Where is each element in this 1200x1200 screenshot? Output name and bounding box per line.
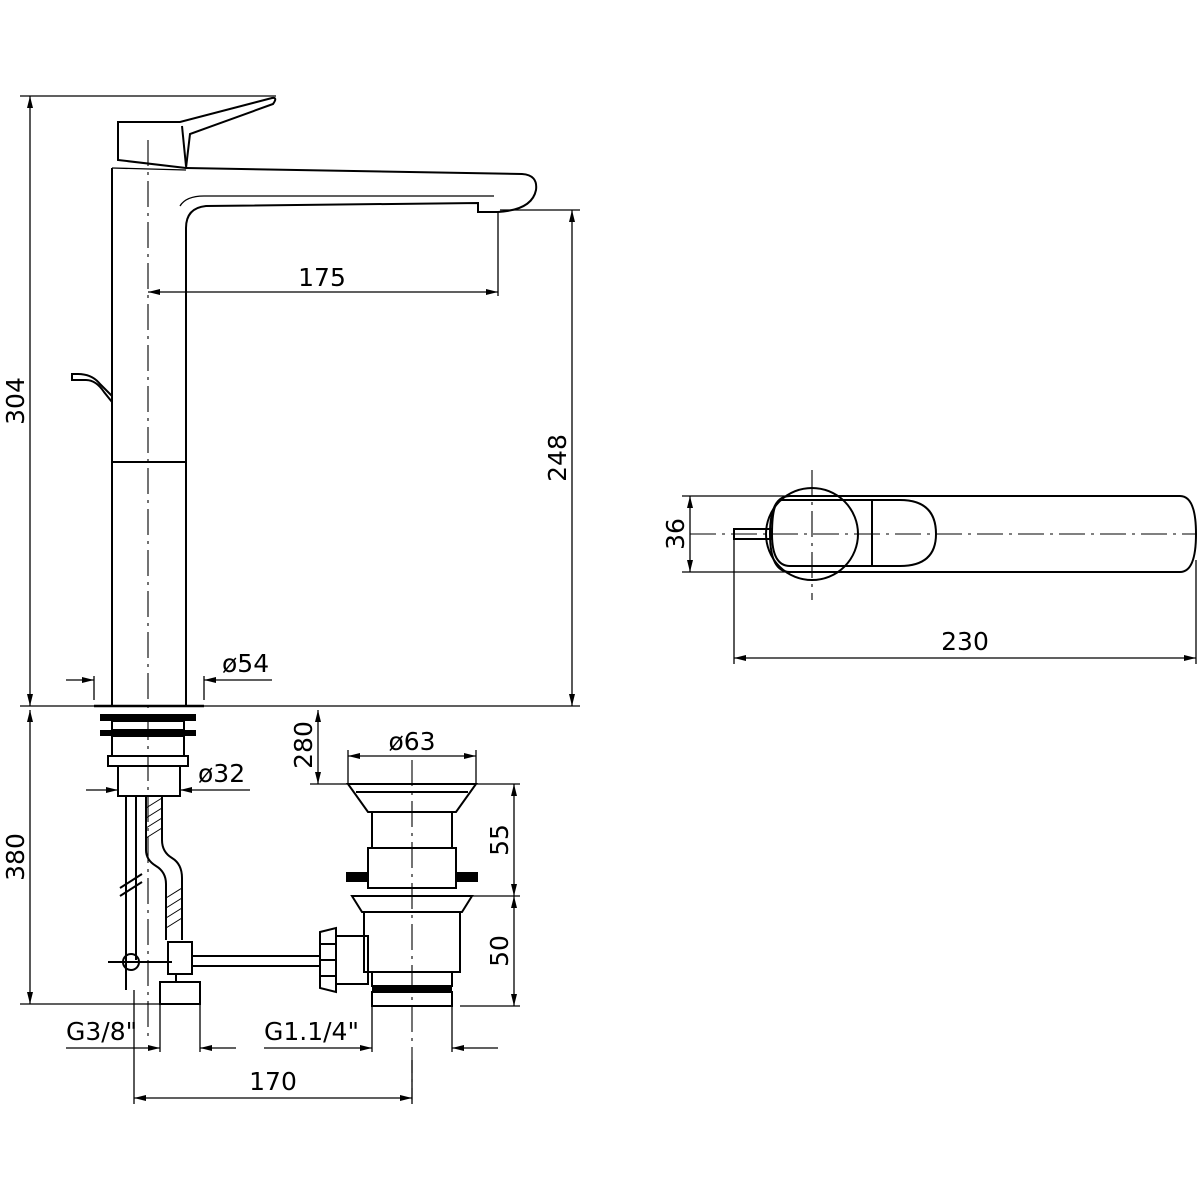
label-waste-offset: 280 [289,721,318,769]
label-shank-diameter: ø32 [198,759,245,788]
hose-right-b [161,796,183,940]
waste-flange [346,783,478,813]
inlet-nut [159,981,201,1005]
waste-tail-band [372,986,452,992]
waste-port-gear [319,926,337,994]
faucet-side-view [71,96,538,1040]
label-spout-reach: 175 [298,263,346,292]
label-waste-upper: 55 [485,824,514,856]
top-view [690,470,1198,600]
top-lever [770,499,938,567]
waste-view [319,760,478,1100]
label-waste-lower: 50 [485,935,514,967]
label-inlet-thread: G3/8" [66,1017,137,1046]
hose-right-a [145,796,167,940]
shank-nut [117,765,181,797]
body-spout-outline [185,167,538,706]
popup-rod [71,373,113,403]
spout-root-line [111,167,187,171]
inlet-connector [167,941,193,975]
waste-collar [350,895,474,913]
lever-handle [117,96,277,170]
break-mark-2 [119,881,143,897]
washer-spacer [111,720,185,731]
dimension-labels: 175 304 248 ø54 ø32 380 280 ø63 55 50 G3… [1,263,989,1096]
label-waste-thread: G1.1/4" [264,1017,359,1046]
label-spout-height: 248 [543,434,572,482]
waste-nut-right [456,872,478,882]
top-spout-outline [768,495,1198,573]
dimension-arrows [27,96,1196,1101]
label-total-height: 304 [1,377,30,425]
spout-inner-line [179,195,494,207]
hose-hatching [145,797,183,929]
waste-nut-left [346,872,368,882]
waste-tail-bottom [371,991,453,1007]
label-top-length: 230 [941,627,989,656]
break-mark-1 [119,873,143,889]
label-inlet-to-waste: 170 [249,1067,297,1096]
lever-edge [181,125,187,167]
dimension-lines [20,95,1197,1104]
label-hose-length: 380 [1,833,30,881]
waste-mid-body [367,847,457,889]
top-base-circle [765,487,859,581]
washer-1 [100,714,196,721]
label-base-diameter: ø54 [222,649,269,678]
label-waste-diameter: ø63 [388,727,435,756]
washer-2 [100,730,196,736]
top-popup-rod [733,528,773,540]
label-top-width: 36 [661,518,690,550]
